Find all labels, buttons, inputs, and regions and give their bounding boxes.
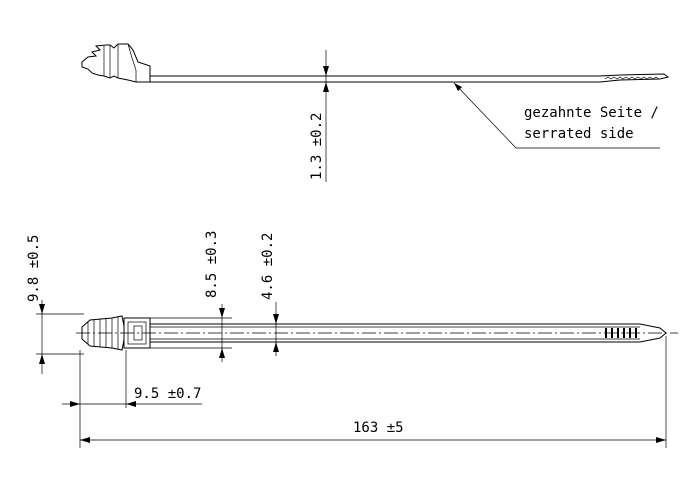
head-height-label: 9.8 ±0.5 <box>26 235 42 302</box>
side-view: 1.3 ±0.2 gezahnte Seite / serrated side <box>81 43 670 182</box>
serrated-note-line2: serrated side <box>524 126 634 142</box>
strap-serrations <box>605 328 637 338</box>
side-thickness-label: 1.3 ±0.2 <box>309 113 325 180</box>
top-head <box>123 317 151 349</box>
side-strap-serrated <box>460 73 670 83</box>
top-view: 9.8 ±0.5 8.5 ±0.3 4.6 ±0.2 9.5 ±0.7 163 … <box>26 231 678 448</box>
serrated-note-line1: gezahnte Seite / <box>524 105 659 121</box>
head-width-label: 8.5 ±0.3 <box>204 231 220 298</box>
top-strap <box>150 323 667 343</box>
anchor-length-label: 9.5 ±0.7 <box>134 386 201 402</box>
side-anchor <box>81 43 151 83</box>
strap-width-label: 4.6 ±0.2 <box>260 233 276 300</box>
overall-length-label: 163 ±5 <box>353 420 404 436</box>
serrated-leader <box>453 82 660 149</box>
